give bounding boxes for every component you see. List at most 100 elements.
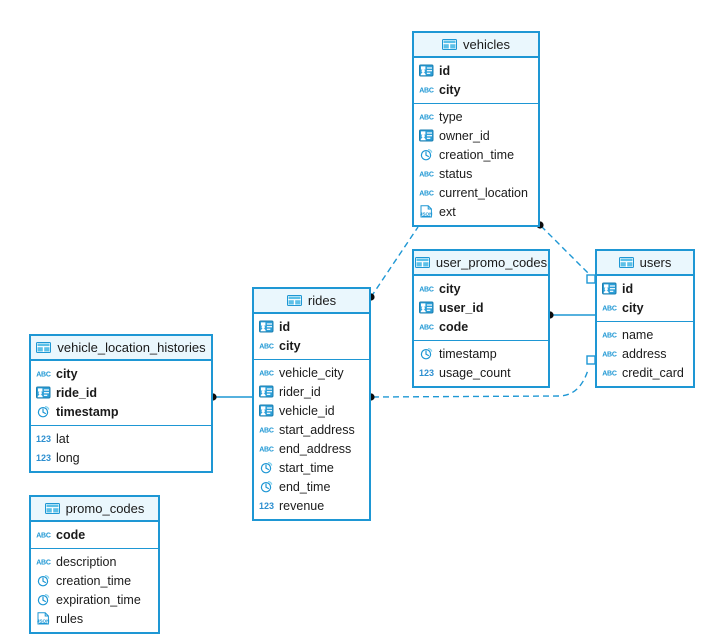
table-header-users[interactable]: users [597,251,693,276]
clock-icon [419,148,434,161]
field-label-long: long [56,450,80,465]
field-label-revenue: revenue [279,498,325,513]
field-row-rides-city[interactable]: ABC city [254,336,369,355]
svg-text:ABC: ABC [36,559,51,566]
field-row-vehicles-creation_time[interactable]: creation_time [414,145,538,164]
table-header-rides[interactable]: rides [254,289,369,314]
field-label-lat: lat [56,431,70,446]
abc-string-icon: ABC [419,186,434,199]
field-row-rides-vehicle_id[interactable]: vehicle_id [254,401,369,420]
field-label-user_id: user_id [439,300,484,315]
field-row-promo_codes-rules[interactable]: JSON rules [31,609,158,628]
svg-text:ABC: ABC [419,114,434,121]
abc-string-icon: ABC [419,167,434,180]
field-row-promo_codes-expiration_time[interactable]: expiration_time [31,590,158,609]
abc-string-icon: ABC [602,301,617,314]
field-row-vehicles-status[interactable]: ABC status [414,164,538,183]
field-row-rides-end_time[interactable]: end_time [254,477,369,496]
field-label-rules: rules [56,611,84,626]
field-row-rides-start_time[interactable]: start_time [254,458,369,477]
field-label-name: name [622,327,654,342]
field-label-creation_time: creation_time [56,573,132,588]
field-label-end_address: end_address [279,441,352,456]
relationship-users-to-user-promo-codes[interactable] [546,311,595,319]
svg-text:ABC: ABC [602,305,617,312]
field-row-vehicle_location_histories-lat[interactable]: 123 lat [31,429,211,448]
one-endpoint-square [586,355,596,365]
field-label-creation_time: creation_time [439,147,515,162]
table-grid-icon [36,341,52,354]
field-label-timestamp: timestamp [56,404,119,419]
123-number-icon: 123 [36,432,51,445]
clock-icon [36,593,51,606]
field-row-rides-id[interactable]: id [254,317,369,336]
field-label-owner_id: owner_id [439,128,490,143]
field-row-promo_codes-creation_time[interactable]: creation_time [31,571,158,590]
field-row-users-id[interactable]: id [597,279,693,298]
svg-text:JSON: JSON [37,618,50,623]
field-label-rider_id: rider_id [279,384,321,399]
field-label-start_address: start_address [279,422,355,437]
table-header-user_promo_codes[interactable]: user_promo_codes [414,251,548,276]
field-row-vehicles-current_location[interactable]: ABC current_location [414,183,538,202]
table-header-vehicle_location_histories[interactable]: vehicle_location_histories [31,336,211,361]
field-label-city: city [279,338,301,353]
field-label-current_location: current_location [439,185,528,200]
json-document-icon: JSON [419,205,434,218]
relationship-line [370,226,419,298]
abc-string-icon: ABC [36,555,51,568]
table-header-promo_codes[interactable]: promo_codes [31,497,158,522]
table-header-vehicles[interactable]: vehicles [414,33,538,58]
field-row-rides-start_address[interactable]: ABC start_address [254,420,369,439]
relationship-rides-to-vehicle-location-histories[interactable] [209,393,252,401]
field-row-user_promo_codes-timestamp[interactable]: timestamp [414,344,548,363]
svg-text:ABC: ABC [259,427,274,434]
field-row-vehicles-type[interactable]: ABC type [414,107,538,126]
primary-key-card-icon [259,385,274,398]
field-row-rides-rider_id[interactable]: rider_id [254,382,369,401]
field-label-type: type [439,109,463,124]
field-row-vehicles-owner_id[interactable]: owner_id [414,126,538,145]
123-number-icon: 123 [419,366,434,379]
field-row-vehicle_location_histories-ride_id[interactable]: ride_id [31,383,211,402]
table-title-users: users [639,255,672,270]
field-label-status: status [439,166,473,181]
field-row-vehicles-id[interactable]: id [414,61,538,80]
abc-string-icon: ABC [419,282,434,295]
primary-key-card-icon [419,64,434,77]
svg-text:ABC: ABC [259,343,274,350]
field-row-vehicle_location_histories-timestamp[interactable]: timestamp [31,402,211,421]
svg-text:ABC: ABC [602,370,617,377]
field-row-user_promo_codes-user_id[interactable]: user_id [414,298,548,317]
